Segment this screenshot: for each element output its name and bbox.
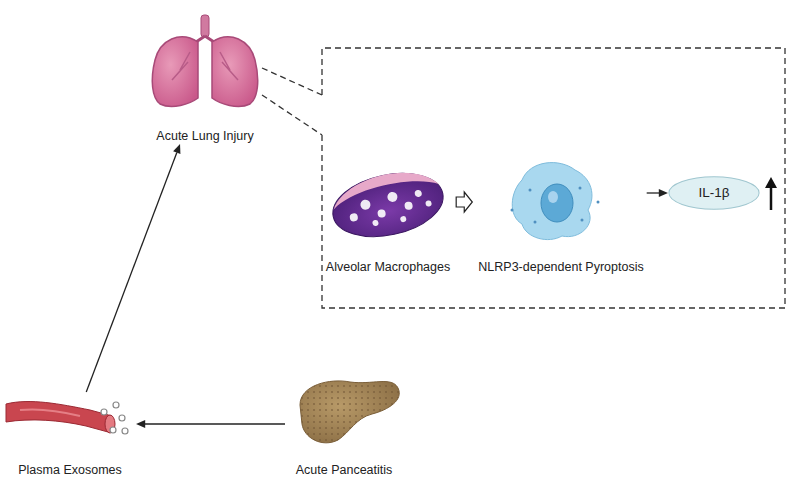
illustrated-node: Acute Lung Injury xyxy=(140,12,270,144)
illustrated-node: Alveolar Macrophages xyxy=(323,150,453,275)
illustrated-node: Acute Panceatitis xyxy=(285,370,403,478)
figure-caption: Alveolar Macrophages xyxy=(326,260,450,275)
arrow-connector xyxy=(136,420,285,428)
vessel-figure xyxy=(6,402,128,434)
figure-caption: NLRP3-dependent Pyroptosis xyxy=(478,260,643,275)
figure-caption: Acute Panceatitis xyxy=(296,463,393,478)
illustrated-node: NLRP3-dependent Pyroptosis xyxy=(475,150,646,275)
pyroptosis-cell-figure xyxy=(511,163,600,240)
increase-arrow xyxy=(765,177,777,210)
arrow-connector xyxy=(86,144,180,392)
macrophage-figure xyxy=(327,164,449,246)
callout-bracket xyxy=(262,48,785,308)
node-label: IL-1β xyxy=(698,185,729,201)
figure-caption: Plasma Exosomes xyxy=(18,463,122,478)
ellipse-node: IL-1β xyxy=(668,176,760,210)
pancreas-figure xyxy=(300,381,399,443)
illustrated-node: Plasma Exosomes xyxy=(4,392,136,478)
hollow-arrow xyxy=(456,192,472,212)
figure-caption: Acute Lung Injury xyxy=(156,129,253,144)
lungs-figure xyxy=(152,15,257,106)
arrow-connector xyxy=(647,189,668,197)
